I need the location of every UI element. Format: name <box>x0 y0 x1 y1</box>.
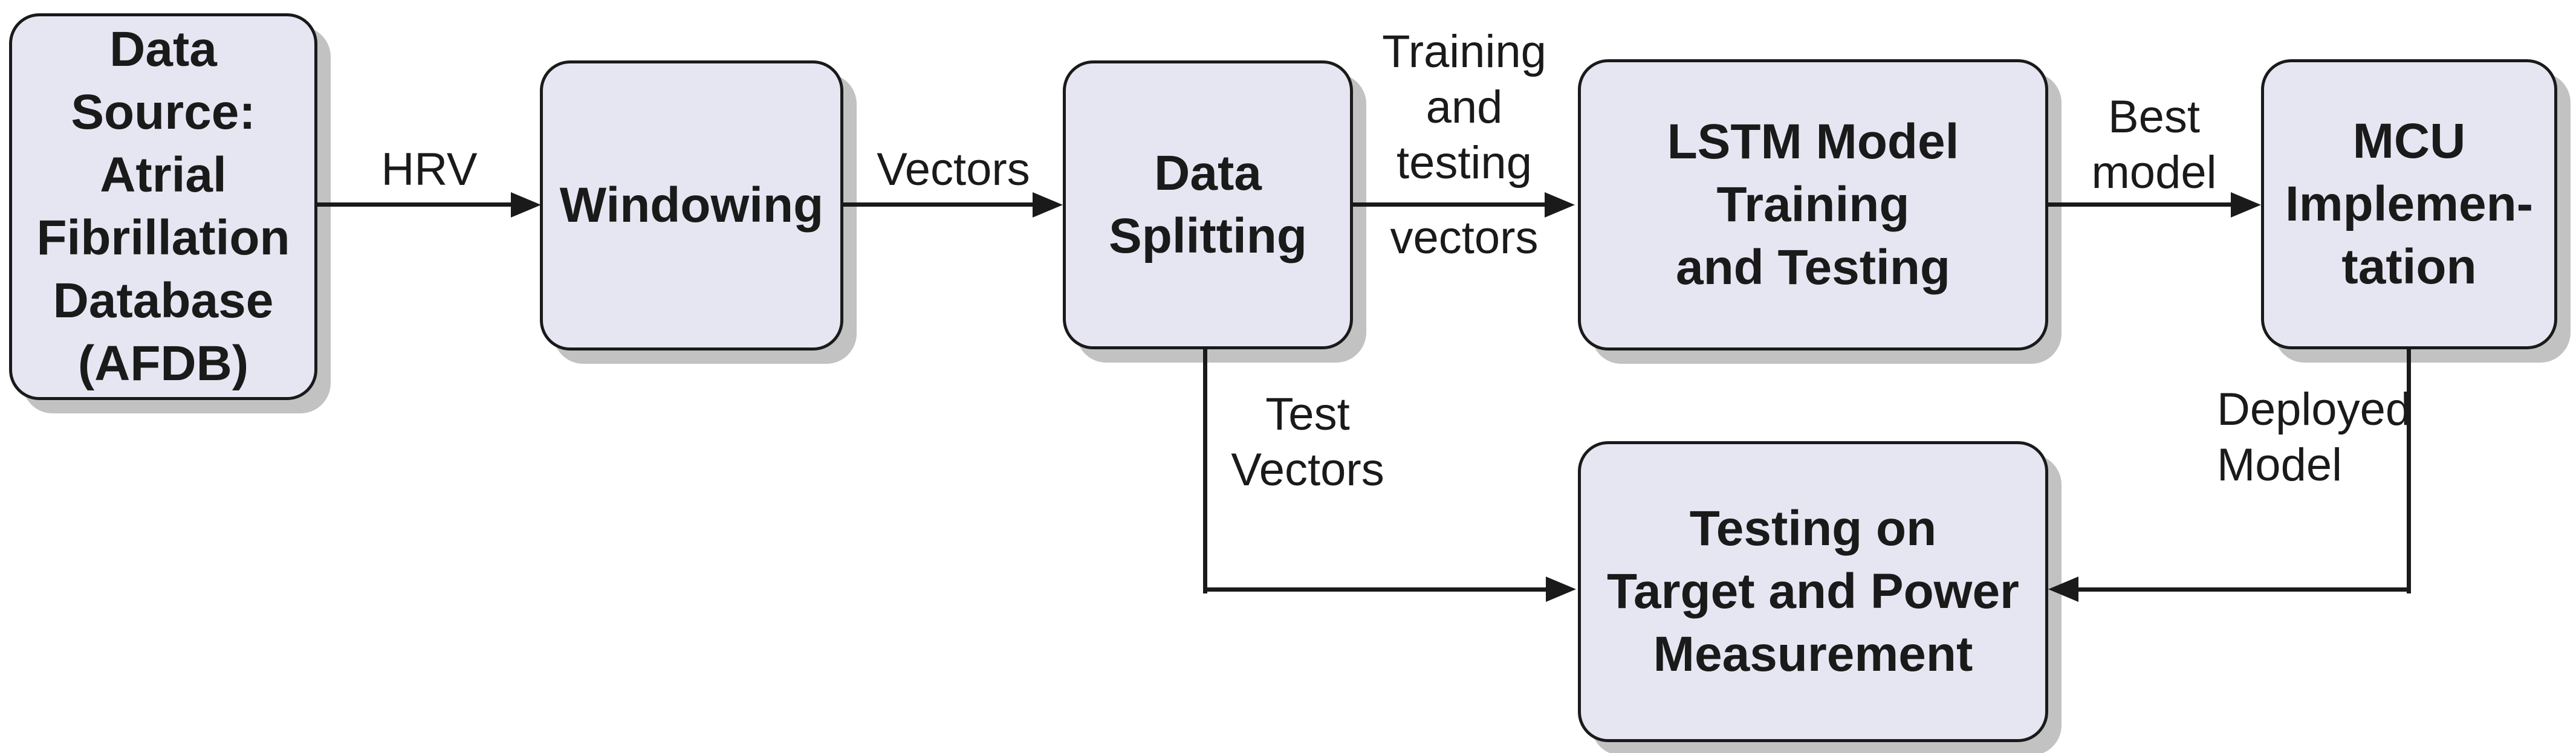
node-mcu-implementation: MCU Implemen- tation <box>2261 59 2557 349</box>
edge-test-vectors-arrowhead-icon <box>1546 577 1576 602</box>
node-windowing-label: Windowing <box>559 178 824 233</box>
node-mcu-implementation-label: MCU Implemen- tation <box>2285 114 2534 294</box>
edge-label-deployed-model: Deployed Model <box>2217 384 2412 491</box>
node-data-splitting: Data Splitting <box>1063 60 1353 349</box>
edge-hrv-arrowhead-icon <box>511 192 541 218</box>
node-data-source-afdb-label: Data Source: Atrial Fibrillation Databas… <box>36 22 290 391</box>
edge-label-test-vectors: Test Vectors <box>1231 389 1384 496</box>
edge-label-vectors: Vectors <box>877 144 1030 195</box>
edge-label-hrv: HRV <box>381 144 478 195</box>
edge-training-testing-arrowhead-icon <box>1545 192 1575 218</box>
node-lstm-training-testing-label: LSTM Model Training and Testing <box>1667 114 1959 295</box>
node-windowing: Windowing <box>540 60 843 351</box>
node-lstm-training-testing: LSTM Model Training and Testing <box>1578 59 2048 351</box>
edge-test-vectors-vline <box>1203 349 1207 593</box>
edge-label-best-model: Best model <box>2091 91 2217 198</box>
edge-deployed-model-hline <box>2078 587 2411 592</box>
edge-test-vectors-hline <box>1203 587 1548 592</box>
node-testing-target-power: Testing on Target and Power Measurement <box>1578 441 2048 742</box>
node-testing-target-power-label: Testing on Target and Power Measurement <box>1607 501 2019 682</box>
edge-hrv-line <box>317 202 513 207</box>
edge-vectors-line <box>843 202 1035 207</box>
edge-training-testing-line <box>1353 202 1546 207</box>
node-data-source-afdb: Data Source: Atrial Fibrillation Databas… <box>9 13 317 400</box>
edge-label-training-testing-above: Training and testing <box>1382 26 1546 189</box>
edge-best-model-arrowhead-icon <box>2231 192 2261 218</box>
edge-vectors-arrowhead-icon <box>1033 192 1063 218</box>
edge-deployed-model-arrowhead-icon <box>2048 577 2078 602</box>
edge-label-training-testing-below: vectors <box>1390 212 1539 263</box>
edge-deployed-model-vline <box>2407 349 2411 593</box>
node-data-splitting-label: Data Splitting <box>1109 146 1307 263</box>
edge-best-model-line <box>2048 202 2233 207</box>
